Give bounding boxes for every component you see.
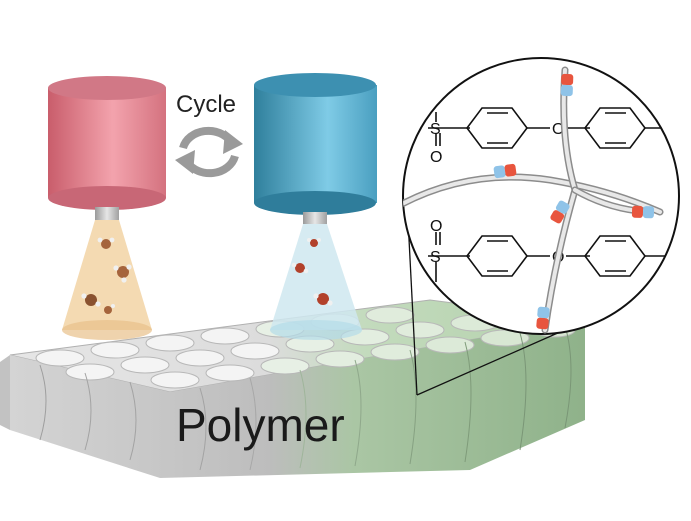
cycle-label: Cycle: [176, 91, 237, 118]
blue-spray-cone: [270, 224, 362, 340]
oxygen-label-lower: O: [430, 218, 442, 235]
zoom-circle: S O O O S O: [402, 57, 680, 335]
blue-nozzle: [254, 73, 377, 224]
polymer-block: [0, 299, 586, 478]
crosslink-capsule-5: [536, 306, 550, 330]
molecule-cluster-blue: [291, 238, 333, 306]
sulfur-label-lower: S: [430, 249, 441, 266]
red-nozzle: [48, 76, 166, 220]
crosslink-capsule-4: [631, 205, 655, 219]
polymer-label: Polymer: [176, 399, 345, 451]
cycle-arrows-icon: [175, 126, 243, 178]
structure-lower: [428, 232, 679, 282]
oxygen-label-upper: O: [430, 149, 442, 166]
crosslink-capsule-1: [560, 73, 574, 97]
sulfur-label-upper: S: [430, 121, 441, 138]
red-spray-cone: [62, 220, 152, 340]
crosslink-capsule-2: [493, 163, 517, 179]
crosslink-capsule-3: [550, 200, 570, 224]
polymer-front-ridges: [39, 325, 572, 471]
molecule-cluster-red: [81, 237, 132, 314]
